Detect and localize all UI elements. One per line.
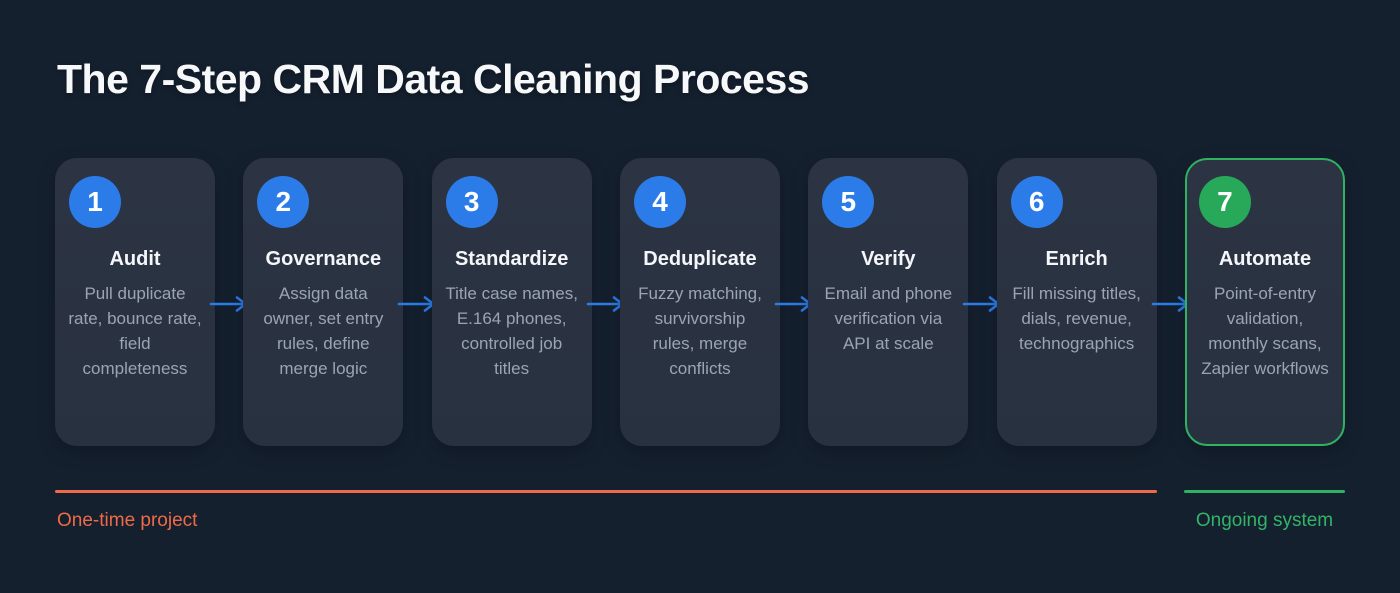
step-card-deduplicate: 4 Deduplicate Fuzzy matching, survivorsh… [619, 158, 780, 446]
step-number-badge: 6 [1010, 176, 1063, 228]
step-number-badge: 1 [69, 176, 121, 228]
arrow-right-icon [398, 158, 436, 446]
arrow-right-icon [963, 158, 1001, 446]
step-title: Audit [109, 248, 161, 270]
arrow-right-icon [774, 158, 812, 446]
step-number-badge: 5 [822, 176, 875, 228]
step-description: Pull duplicate rate, bounce rate, field … [68, 284, 202, 378]
step-description: Point-of-entry validation, monthly scans… [1201, 284, 1329, 378]
step-card-verify: 5 Verify Email and phone verification vi… [808, 158, 969, 446]
step-description: Fill missing titles, dials, revenue, tec… [1012, 284, 1141, 353]
ongoing-system-line [1184, 490, 1345, 493]
step-title: Deduplicate [643, 248, 757, 270]
one-time-project-label: One-time project [57, 510, 198, 531]
step-number-badge: 3 [445, 176, 498, 228]
step-card-automate: 7 Automate Point-of-entry validation, mo… [1184, 158, 1345, 446]
step-number-badge: 7 [1198, 176, 1251, 228]
step-number-badge: 4 [633, 176, 686, 228]
step-description: Title case names, E.164 phones, controll… [445, 284, 578, 378]
page-title: The 7-Step CRM Data Cleaning Process [57, 56, 810, 102]
step-card-standardize: 3 Standardize Title case names, E.164 ph… [431, 158, 592, 446]
arrow-right-icon [1151, 158, 1189, 446]
step-title: Standardize [454, 248, 569, 270]
step-description: Assign data owner, set entry rules, defi… [263, 284, 384, 378]
step-number: 6 [1028, 186, 1045, 217]
step-title: Verify [861, 248, 916, 270]
step-number: 1 [87, 186, 103, 217]
arrow-right-icon [209, 158, 247, 446]
step-title: Automate [1218, 248, 1312, 270]
step-description: Email and phone verification via API at … [824, 284, 953, 353]
ongoing-system-label: Ongoing system [1195, 510, 1334, 531]
one-time-project-line [55, 490, 1157, 493]
step-number-badge: 2 [257, 176, 310, 228]
step-number: 3 [463, 186, 480, 217]
step-title: Governance [265, 248, 382, 270]
step-description: Fuzzy matching, survivorship rules, merg… [638, 284, 762, 378]
step-title: Enrich [1045, 248, 1108, 270]
step-card-audit: 1 Audit Pull duplicate rate, bounce rate… [55, 158, 215, 446]
step-number: 2 [275, 186, 292, 217]
step-number: 5 [840, 186, 857, 217]
arrow-right-icon [586, 158, 624, 446]
step-number: 4 [652, 186, 668, 217]
step-card-governance: 2 Governance Assign data owner, set entr… [243, 158, 404, 446]
steps-row: 1 Audit Pull duplicate rate, bounce rate… [55, 158, 1345, 446]
step-number: 7 [1217, 186, 1233, 217]
step-card-enrich: 6 Enrich Fill missing titles, dials, rev… [996, 158, 1157, 446]
